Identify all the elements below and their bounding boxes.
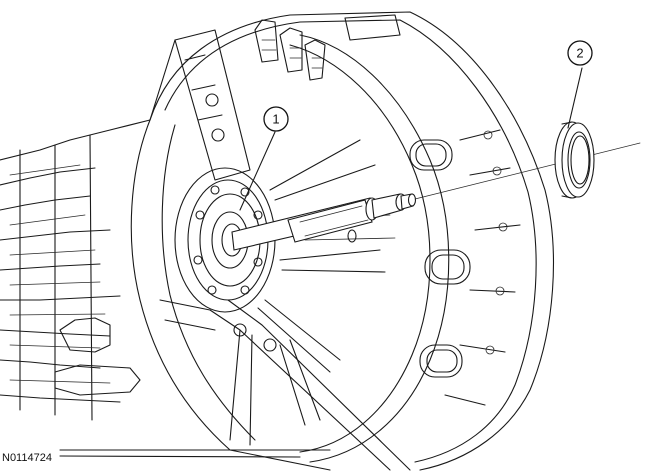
alignment-centerline	[414, 142, 641, 200]
transmission-case	[0, 119, 151, 421]
figure-id: N0114724	[2, 452, 52, 464]
callout-2: 2	[567, 40, 593, 66]
bell-housing	[130, 11, 554, 471]
bottom-rule	[59, 449, 331, 458]
callout-2-leader	[567, 67, 583, 129]
front-pump-seal	[554, 121, 595, 199]
callout-1-leader	[239, 131, 276, 211]
callout-1: 1	[263, 106, 289, 132]
input-shaft	[231, 193, 417, 251]
callout-1-number: 1	[272, 112, 279, 127]
callout-2-number: 2	[576, 46, 583, 61]
housing-brace	[149, 29, 411, 471]
